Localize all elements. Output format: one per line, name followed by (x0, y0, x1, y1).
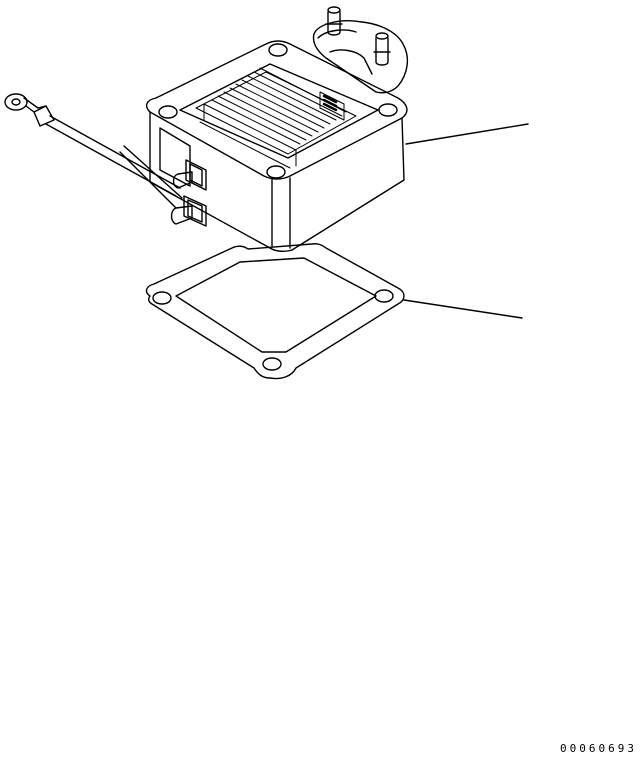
drawing-number: 00060693 (560, 742, 637, 755)
ring-terminal (4, 93, 28, 111)
leader-line-gasket (403, 299, 523, 319)
gasket-bolt-hole (262, 357, 282, 371)
leader-line-heater (405, 123, 529, 145)
flange-bolt-hole (158, 105, 178, 119)
gasket-bolt-hole (152, 291, 172, 305)
flange-bolt-hole (378, 103, 398, 117)
flange-bolt-hole (268, 43, 288, 57)
gasket-bolt-hole (374, 289, 394, 303)
intake-heater (145, 40, 408, 253)
flange-bolt-hole (266, 165, 286, 179)
top-fitting (312, 6, 409, 94)
terminal-bolts (170, 159, 207, 227)
gasket (145, 243, 405, 380)
ground-cable (4, 93, 183, 209)
